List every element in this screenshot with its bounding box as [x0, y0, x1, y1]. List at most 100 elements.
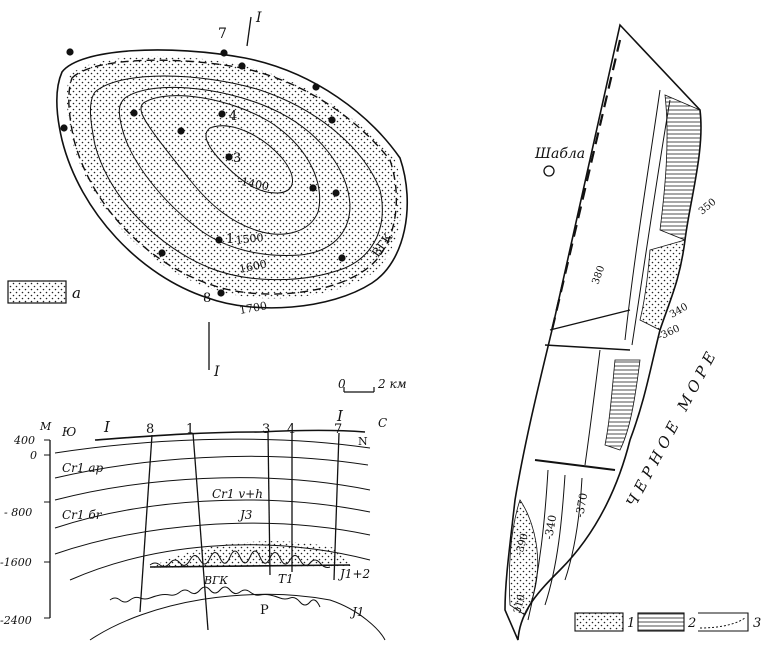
contour-1600	[118, 86, 351, 256]
lower-hatch-band	[604, 359, 641, 451]
shabla-marker	[543, 165, 555, 177]
stratum-j12: J1+2	[337, 567, 370, 581]
well-label-4: 4	[229, 109, 237, 124]
scale-two-km: 2 км	[377, 377, 407, 391]
well-3-label: 3	[262, 422, 270, 437]
stratum-cr1vh: Cr1 v+h	[212, 487, 263, 501]
section-end-right: I	[336, 407, 344, 425]
north-label: С	[378, 416, 387, 430]
horizon-3	[54, 477, 371, 501]
stratum-p: P	[260, 603, 269, 618]
fault-dashed	[550, 39, 622, 331]
section-line-top	[246, 16, 252, 47]
legend-1-label: 1	[627, 616, 635, 631]
coastal-map: Шабла ЧЕРНОЕ МОРЕ 380 350 340 -360 -340 …	[504, 23, 722, 641]
well-dot	[218, 110, 226, 118]
legend-1-swatch	[574, 612, 624, 632]
unconformity-2	[149, 550, 331, 568]
well-dot	[338, 254, 346, 262]
well-label-8: 8	[203, 291, 211, 306]
well-dot	[220, 49, 228, 57]
well-8-label: 8	[146, 422, 154, 437]
well-dot	[225, 153, 233, 161]
contour-label-1700: 1700	[238, 299, 268, 317]
contour-label-1600: 1600	[238, 257, 268, 276]
horizon-5	[54, 522, 371, 555]
lower-dot-band	[508, 499, 539, 616]
scale-zero: 0	[338, 377, 346, 391]
well-7-label: 7	[334, 422, 342, 437]
depth-0: 0	[30, 449, 37, 462]
contour-1400	[205, 125, 293, 194]
section-well-1	[192, 432, 209, 631]
well-dot	[312, 83, 320, 91]
c350: 350	[697, 197, 719, 218]
shore-hatch-band	[659, 94, 702, 241]
well-1-label: 1	[186, 422, 194, 437]
stratum-cr1ap: Cr1 ар	[62, 461, 104, 475]
c340: 340	[668, 302, 690, 321]
shabla-label: Шабла	[534, 146, 585, 162]
c310: 310	[512, 593, 528, 614]
gas-area	[66, 56, 402, 299]
shore-dot-band	[639, 239, 686, 331]
section-well-7	[333, 432, 340, 581]
section-well-8	[139, 434, 153, 613]
stratum-n: N	[358, 435, 368, 448]
well-dot	[215, 236, 223, 244]
contour-1500	[140, 95, 321, 235]
c370: -370	[573, 492, 590, 519]
well-label-7: 7	[218, 26, 227, 42]
unit-label: М	[39, 420, 52, 433]
legend-2-swatch	[637, 612, 685, 632]
horizon-1	[54, 438, 371, 454]
legend-3-label: 3	[753, 616, 761, 631]
well-dot	[309, 184, 317, 192]
depth-2400: -2400	[0, 614, 32, 627]
well-4-label: 4	[287, 422, 295, 437]
horizon-2	[54, 455, 369, 479]
c380: 380	[590, 264, 607, 286]
gwc-line	[149, 564, 351, 568]
south-label: Ю	[61, 425, 76, 439]
legend-a-swatch	[7, 280, 67, 304]
well-dot	[238, 62, 246, 70]
depth-1600: -1600	[0, 556, 32, 569]
section-end-left: I	[103, 418, 111, 436]
well-dot	[217, 289, 225, 297]
stratum-cr1br: Cr1 бr	[62, 508, 103, 522]
ground-surface	[94, 429, 366, 441]
contour-label-1500: 1500	[235, 231, 264, 247]
legend-3-swatch	[698, 612, 749, 632]
contour-label-1400: -1400	[236, 174, 270, 193]
well-dot	[158, 249, 166, 257]
stratum-t1: T1	[278, 572, 294, 586]
section-label-bottom: I	[213, 364, 220, 380]
horizon-4	[54, 499, 371, 529]
unconformity-1	[109, 586, 321, 608]
legend-right: 1 2 3	[574, 612, 761, 632]
basement-arc	[89, 593, 386, 641]
section-label-top: I	[255, 10, 262, 26]
outer-boundary	[56, 49, 409, 309]
well-dot	[130, 109, 138, 117]
scale-bar: 0 2 км	[338, 377, 407, 393]
depth-400: 400	[13, 434, 35, 447]
well-dot	[60, 124, 68, 132]
legend-2-label: 2	[687, 616, 696, 631]
depth-800: - 800	[4, 506, 32, 519]
c340b: -340	[542, 514, 559, 541]
contour-1700	[90, 75, 383, 281]
stratum-gwc: ВГК	[203, 574, 228, 587]
gwc-contour	[68, 59, 397, 295]
well-label-1: 1	[226, 232, 234, 247]
section-well-3	[267, 431, 271, 576]
horizon-6	[69, 544, 371, 581]
legend-a-label: а	[72, 284, 81, 302]
structure-map: I I 7 4 3 1 8 -1400 1500 1600 1700 ВГК	[56, 10, 409, 380]
well-dot	[328, 116, 336, 124]
well-dot	[66, 48, 74, 56]
well-dot	[332, 189, 340, 197]
legend-a: а	[7, 280, 81, 304]
